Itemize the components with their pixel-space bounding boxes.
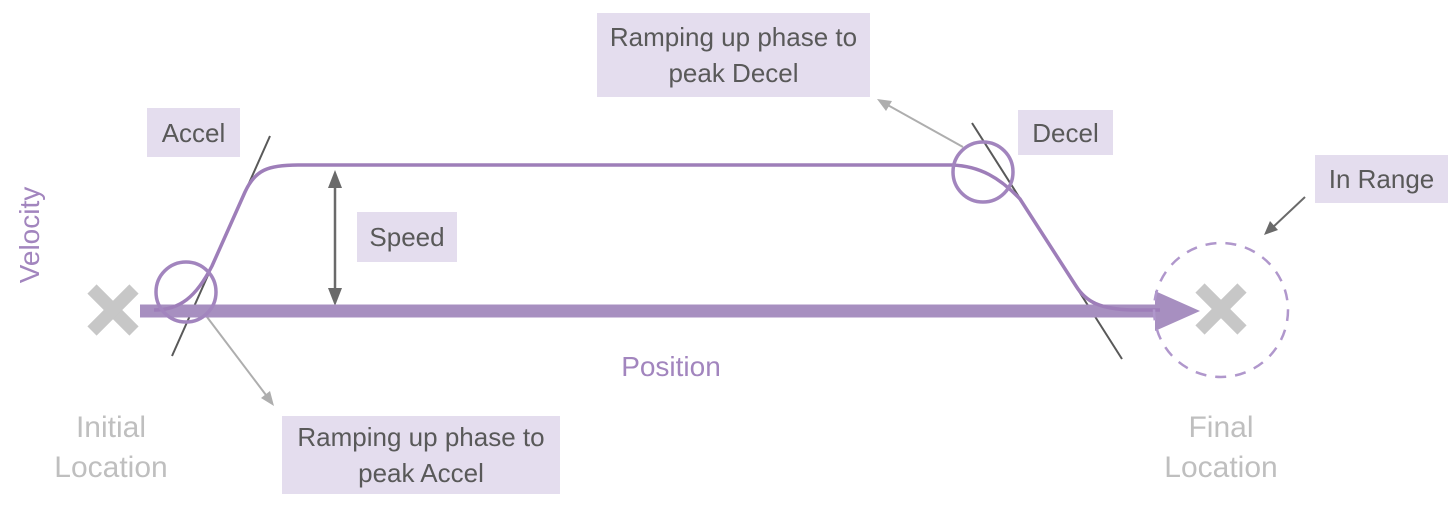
ramp-accel-label: Ramping up phase to peak Accel xyxy=(282,416,560,494)
ramp-decel-label: Ramping up phase to peak Decel xyxy=(597,13,870,97)
initial-x-marker-icon xyxy=(87,284,139,336)
velocity-axis-label: Velocity xyxy=(14,186,45,284)
velocity-curve xyxy=(153,163,1160,312)
final-location-label: Final Location xyxy=(1164,411,1278,484)
accel-transition-circle xyxy=(154,260,218,324)
decel-label: Decel xyxy=(1018,110,1113,155)
position-axis-label: Position xyxy=(621,351,721,382)
final-x-marker-icon xyxy=(1195,283,1247,335)
speed-double-arrow xyxy=(328,170,342,306)
initial-location-label: Initial Location xyxy=(54,411,168,484)
decel-transition-circle xyxy=(951,140,1015,204)
ramp-accel-arrow xyxy=(206,316,274,406)
position-arrow xyxy=(140,291,1200,331)
in-range-arrow xyxy=(1264,196,1306,235)
in-range-label: In Range xyxy=(1315,155,1448,203)
accel-label: Accel xyxy=(147,108,240,157)
ramp-decel-arrow xyxy=(877,99,964,148)
speed-label: Speed xyxy=(357,212,457,262)
in-range-dashed-circle xyxy=(1152,241,1290,379)
